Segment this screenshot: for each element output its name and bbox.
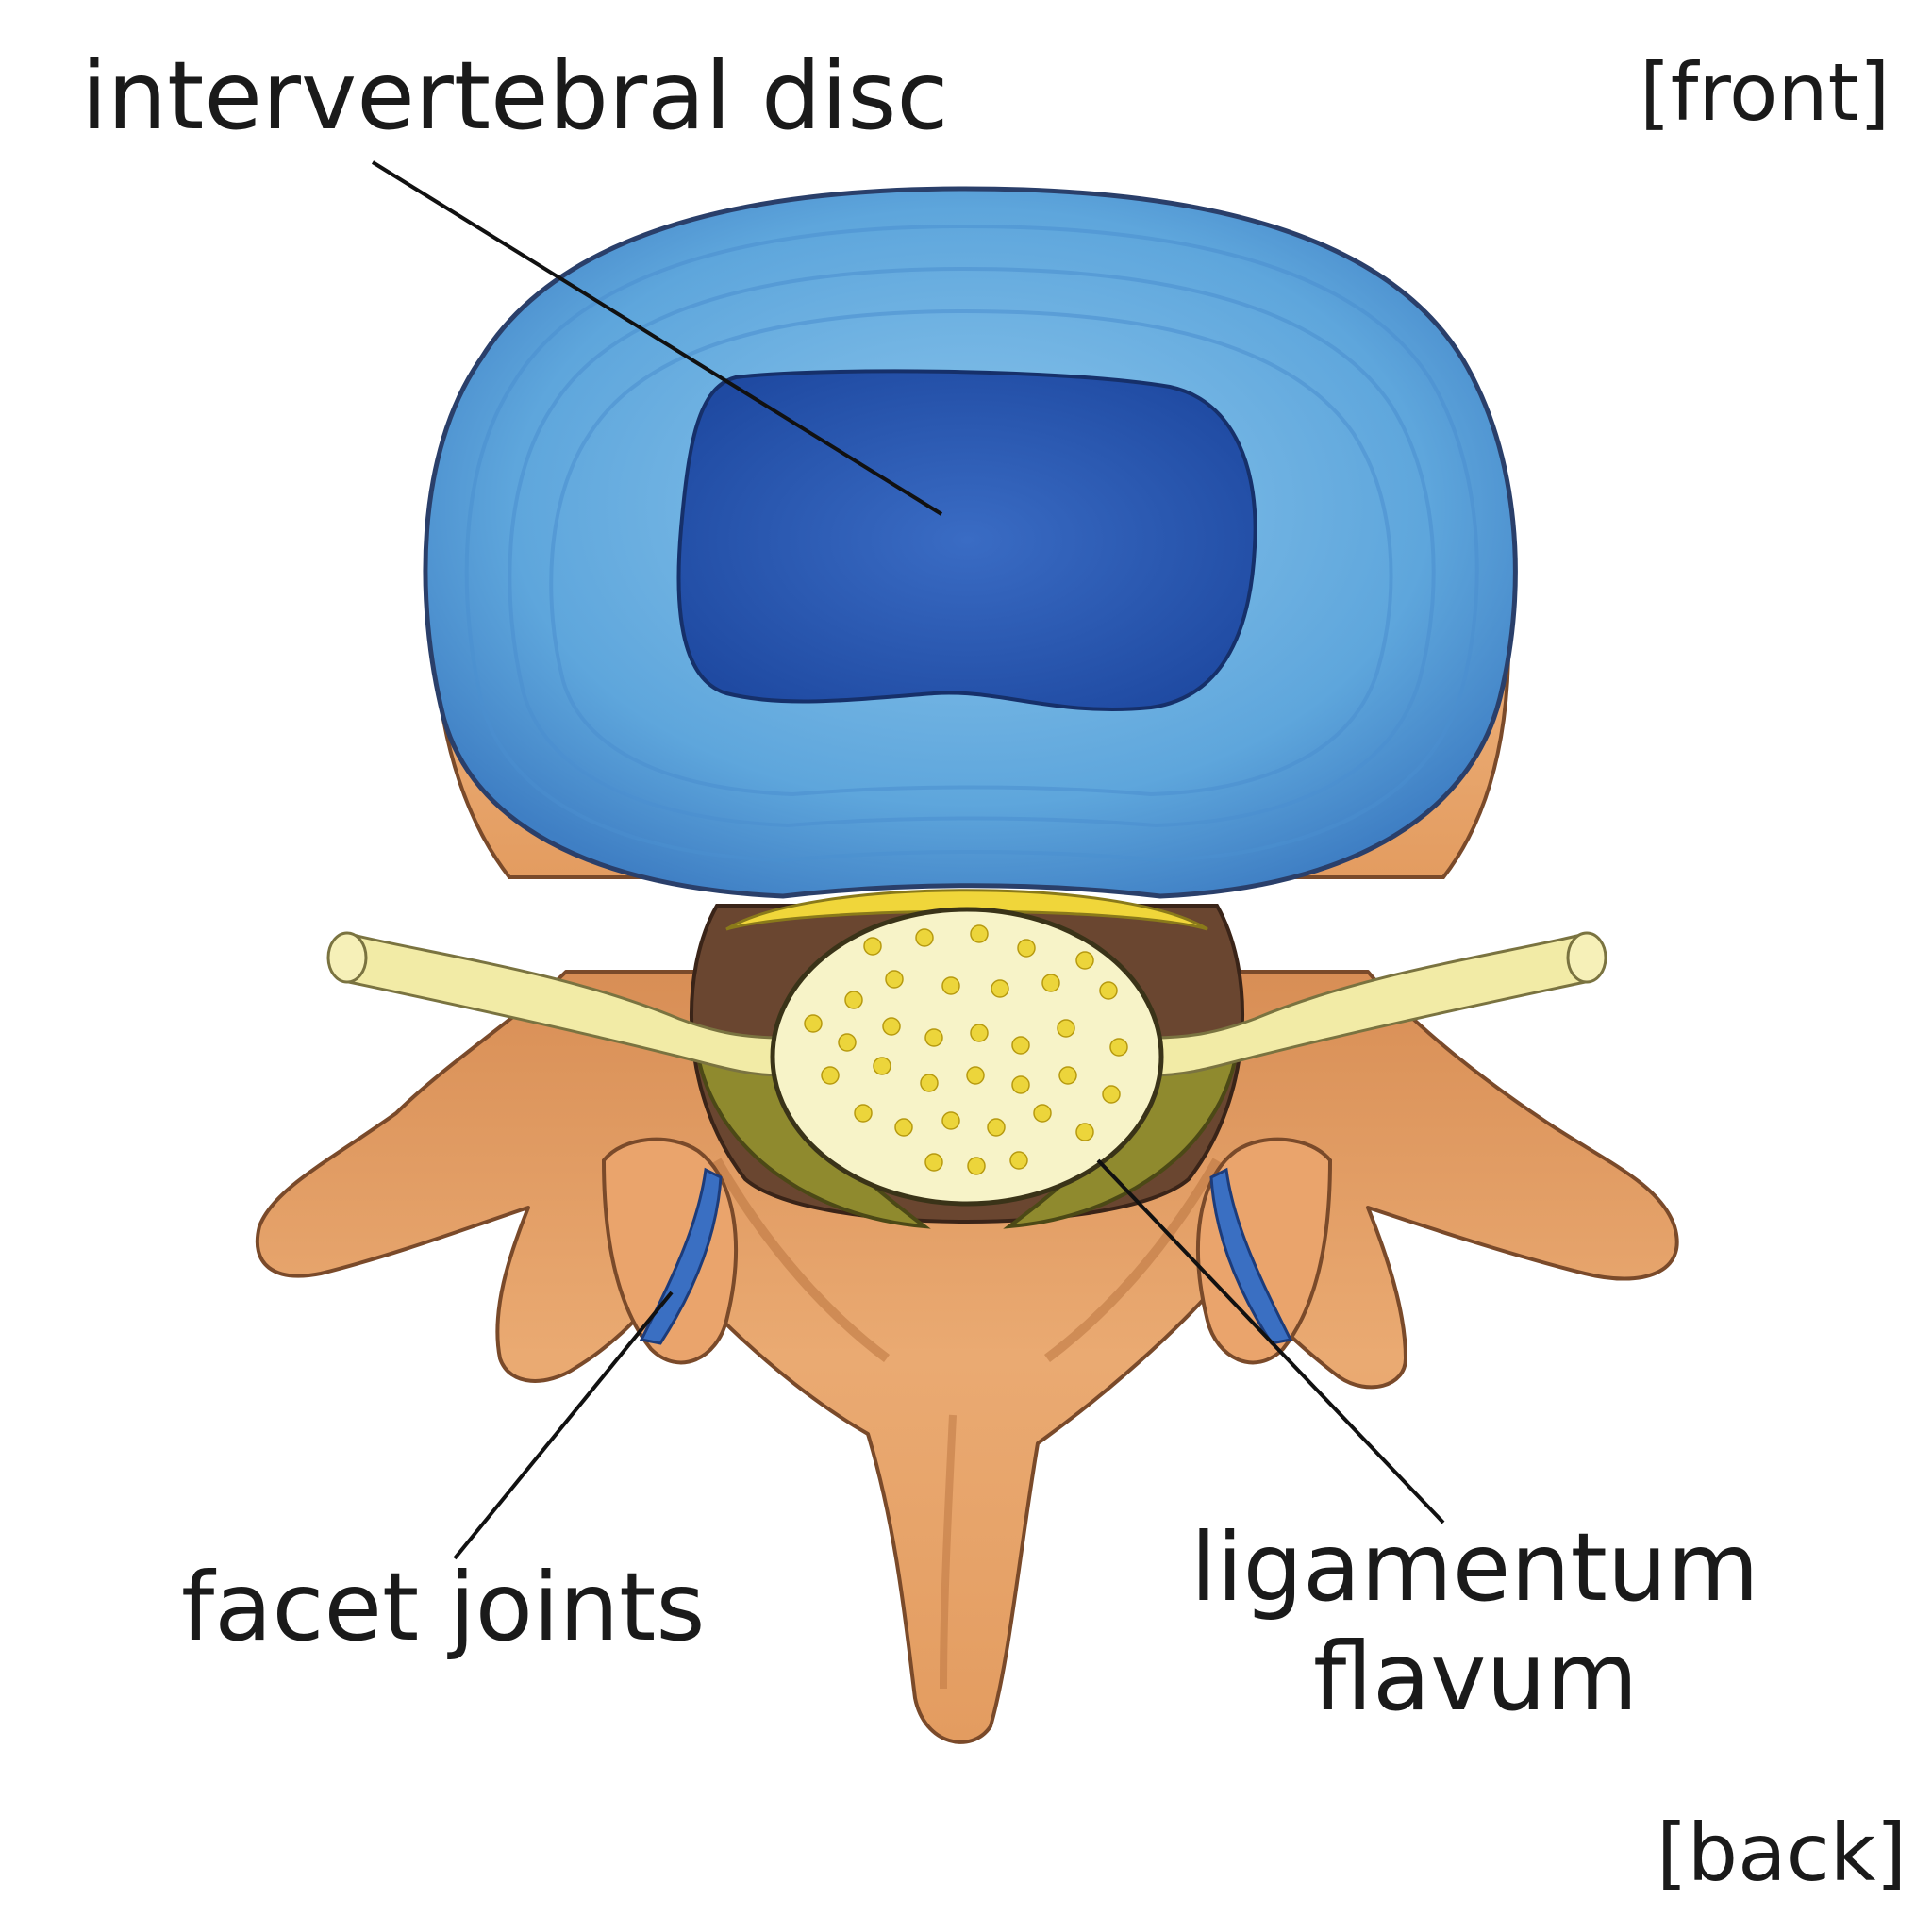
label-intervertebral-disc: intervertebral disc xyxy=(81,41,949,151)
spinous-shading xyxy=(940,1414,957,1690)
label-facet-joints: facet joints xyxy=(181,1552,706,1662)
nerve-fibers xyxy=(804,924,1128,1175)
lamina-shading-right xyxy=(1043,1158,1222,1362)
nerve-root-left-end xyxy=(326,931,368,984)
facet-joint-left xyxy=(639,1167,723,1345)
dural-sac xyxy=(770,907,1164,1207)
lamina-shading-left xyxy=(712,1158,891,1362)
label-ligamentum-line2: flavum xyxy=(1313,1622,1639,1732)
label-front: [front] xyxy=(1640,46,1890,139)
annulus-lamellae xyxy=(464,224,1479,863)
nucleus-pulposus xyxy=(676,369,1257,712)
leader-line-ligamentum xyxy=(1096,1158,1445,1524)
label-back: [back] xyxy=(1657,1807,1907,1899)
leader-line-facet xyxy=(453,1291,674,1560)
leader-line-disc xyxy=(371,160,943,516)
nerve-root-right-end xyxy=(1566,931,1607,984)
label-ligamentum-line1: ligamentum xyxy=(1191,1512,1759,1623)
